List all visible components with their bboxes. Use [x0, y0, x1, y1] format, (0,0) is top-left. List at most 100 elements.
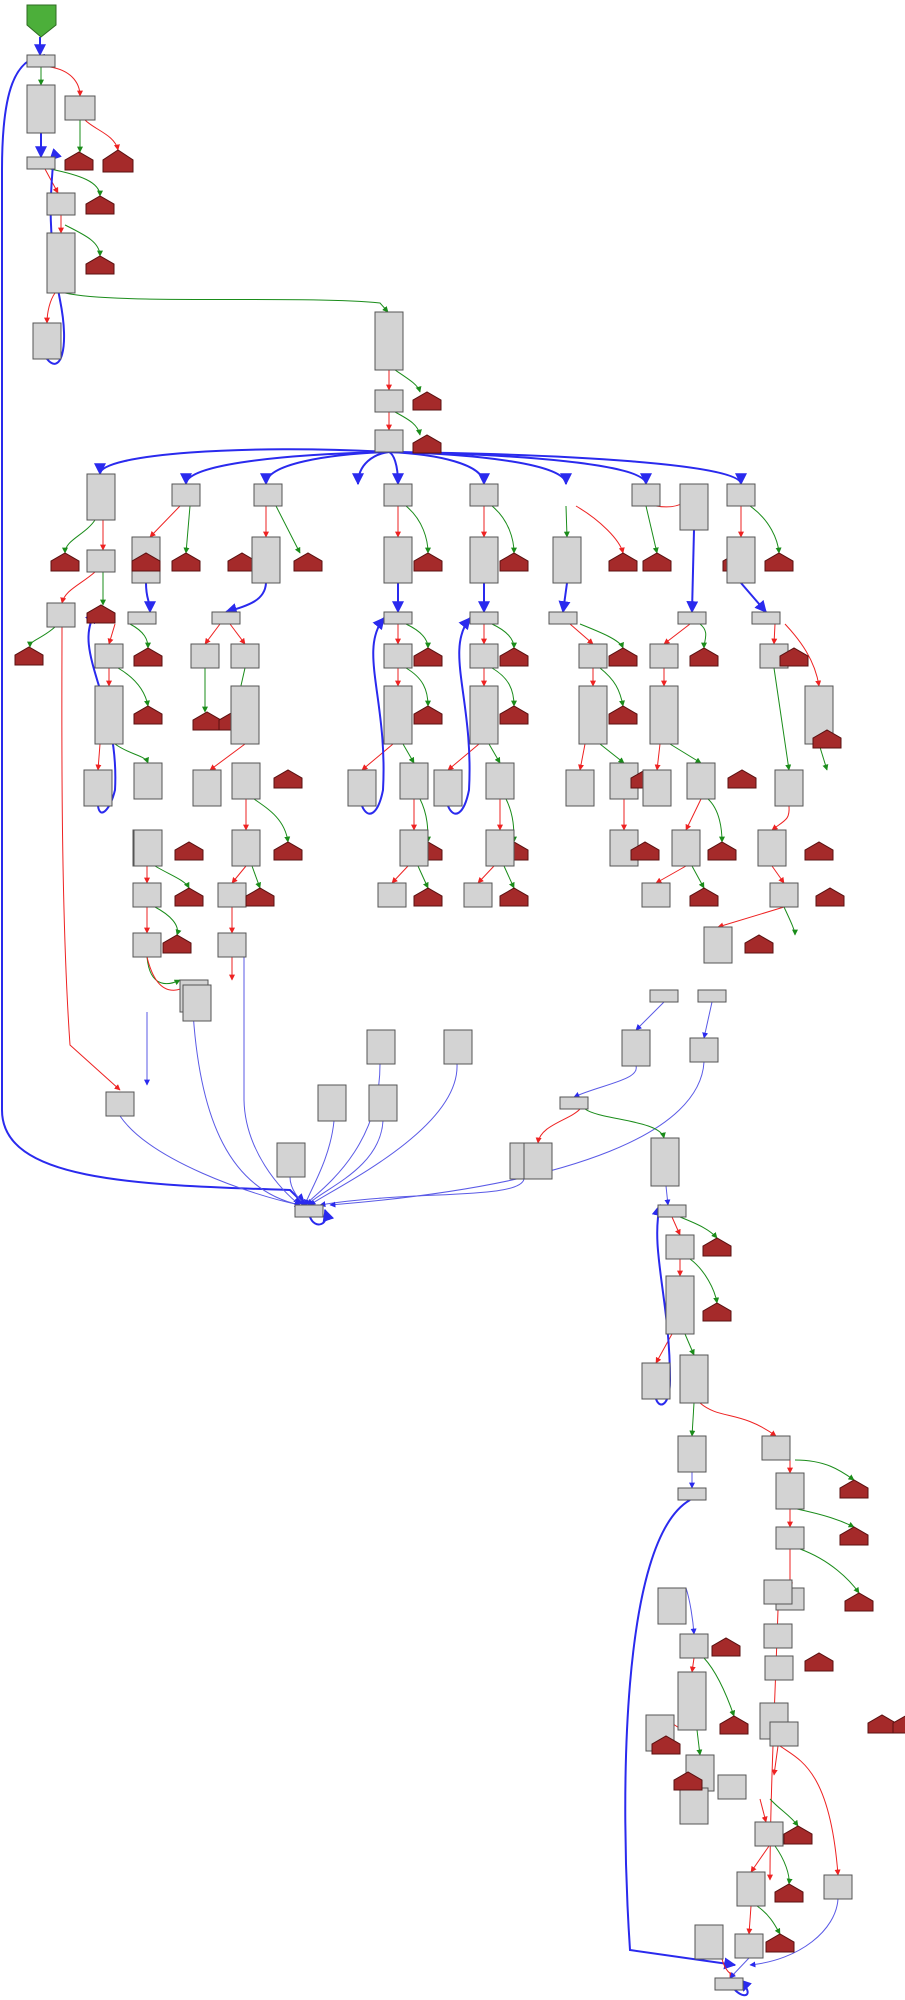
basic-block-63	[679, 483, 709, 531]
edge-false	[771, 865, 785, 884]
edges-layer	[0, 37, 860, 1997]
return-block-61	[892, 1715, 905, 1734]
basic-block-49	[469, 643, 499, 669]
edge-false	[44, 292, 56, 324]
basic-block-81	[133, 829, 163, 867]
basic-block-12	[86, 549, 116, 573]
edge-true	[417, 865, 429, 889]
basic-block-28	[192, 769, 222, 807]
basic-block-77	[757, 829, 787, 867]
basic-block-1	[26, 54, 56, 68]
basic-block-31	[132, 932, 162, 958]
basic-block-56	[548, 611, 578, 625]
edge-true	[749, 505, 782, 554]
basic-block-57	[578, 643, 608, 669]
edge-true	[584, 1108, 666, 1139]
edge-true	[117, 667, 150, 707]
edge-true	[579, 623, 624, 649]
edge-true	[783, 906, 798, 936]
return-block-53	[702, 1302, 732, 1322]
basic-block-91	[559, 1096, 589, 1110]
edge-false	[149, 505, 181, 538]
edge-false	[60, 571, 96, 604]
return-block-43	[727, 769, 757, 789]
edge-true	[599, 743, 625, 764]
basic-block-54	[463, 882, 493, 908]
basic-block-8	[374, 311, 404, 371]
edge-true	[402, 743, 415, 764]
basic-block-72	[726, 536, 756, 584]
edge-loop	[260, 451, 390, 486]
return-block-44	[707, 841, 737, 861]
edge-flow	[309, 1063, 458, 1206]
edge-false	[231, 865, 247, 884]
basic-block-59	[565, 769, 595, 807]
basic-block-112	[763, 1623, 793, 1649]
edge-false	[689, 1657, 696, 1673]
return-block-10	[171, 552, 201, 572]
basic-block-53	[485, 829, 515, 867]
return-block-65	[774, 1883, 804, 1903]
edge-flow	[303, 1120, 335, 1206]
return-block-64	[783, 1825, 813, 1845]
edge-flow	[307, 1120, 384, 1206]
basic-block-19	[94, 685, 124, 745]
edge-false	[569, 623, 594, 645]
return-block-66	[765, 1933, 795, 1953]
basic-block-98	[665, 1275, 695, 1335]
edge-true	[275, 505, 301, 554]
basic-block-13	[46, 602, 76, 628]
basic-block-86	[621, 1029, 651, 1067]
basic-block-58	[578, 685, 608, 745]
edge-false	[750, 1845, 770, 1873]
basic-block-78	[769, 882, 799, 908]
basic-block-43	[399, 762, 429, 800]
edge-true	[773, 667, 792, 771]
edge-true	[64, 224, 103, 257]
basic-block-70	[641, 882, 671, 908]
edge-false	[699, 1402, 777, 1437]
basic-block-109	[677, 1671, 707, 1731]
return-block-6	[412, 434, 442, 454]
edge-true	[64, 292, 389, 313]
return-block-52	[702, 1237, 732, 1257]
edge-true	[756, 1905, 781, 1935]
edge-false	[107, 623, 116, 645]
return-block-1	[64, 151, 94, 171]
edge-false	[391, 865, 409, 884]
edge-false	[655, 865, 687, 884]
return-block-20	[162, 934, 192, 954]
return-block-22	[273, 841, 303, 861]
basic-block-75	[804, 685, 834, 745]
basic-block-95	[523, 1142, 553, 1180]
edge-true	[689, 1258, 720, 1304]
edge-true	[129, 623, 151, 649]
edge-false	[361, 743, 394, 771]
basic-block-39	[383, 611, 413, 625]
edge-loop	[388, 451, 404, 486]
basic-block-36	[217, 932, 247, 958]
edge-true	[405, 623, 431, 649]
basic-block-104	[775, 1472, 805, 1510]
basic-block-113	[763, 1579, 793, 1605]
edge-loop	[388, 451, 652, 486]
basic-block-6	[46, 232, 76, 294]
edge-false	[204, 623, 221, 645]
edge-true	[503, 865, 515, 889]
basic-block-62	[631, 483, 661, 507]
return-block-24	[413, 552, 443, 572]
basic-block-83	[443, 1029, 473, 1065]
return-block-28	[413, 887, 443, 907]
return-block-36	[608, 647, 638, 667]
basic-block-82	[366, 1029, 396, 1065]
basic-block-102	[761, 1435, 791, 1461]
basic-block-92	[649, 989, 679, 1003]
edge-false	[717, 906, 785, 929]
edge-true	[405, 505, 431, 554]
edge-flow	[319, 1178, 525, 1208]
return-block-45	[689, 887, 719, 907]
edge-loop	[558, 582, 571, 614]
edge-false	[746, 1905, 753, 1935]
return-block-25	[413, 647, 443, 667]
basic-block-115	[764, 1655, 794, 1681]
